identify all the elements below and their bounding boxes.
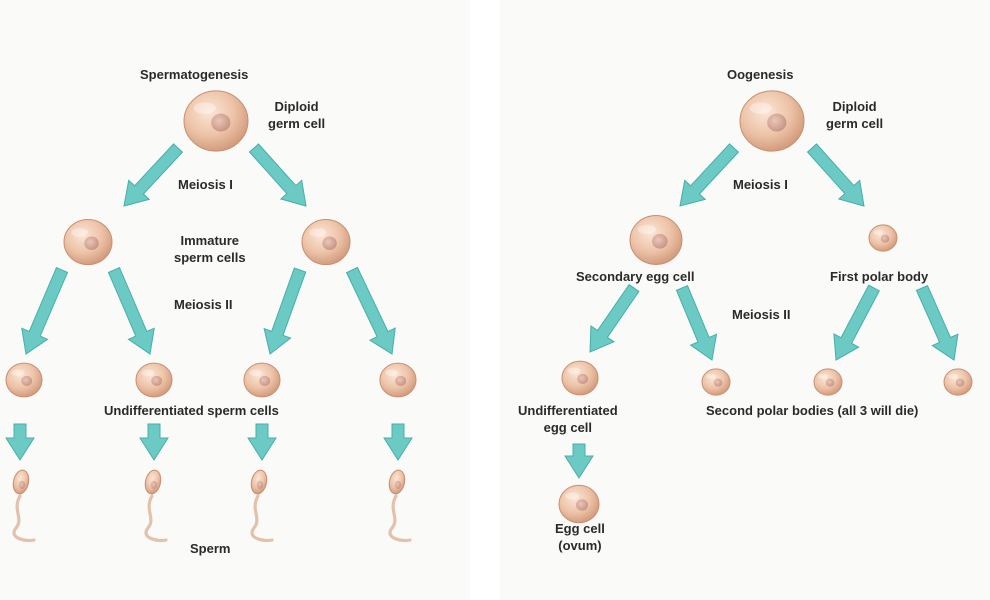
sperm-label: Sperm: [190, 541, 231, 556]
immature-sperm-cell-left: [63, 218, 113, 266]
oo-diploid-germ-cell: [739, 90, 805, 152]
oo-meiosis1-label: Meiosis I: [733, 177, 788, 192]
sperm-cell-3: [250, 469, 274, 543]
undiff-sperm-cell-3: [243, 362, 281, 398]
cells-layer: [5, 90, 973, 524]
sperm-meiosis2-arrow-4: [345, 266, 396, 355]
sperm-meiosis2-label: Meiosis II: [174, 297, 233, 312]
second-polar-bodies-label: Second polar bodies (all 3 will die): [706, 403, 919, 418]
sperm-meiosis1-label: Meiosis I: [178, 177, 233, 192]
oogenesis-title: Oogenesis: [727, 67, 794, 82]
second-polar-body-2: [813, 368, 843, 396]
undiff-sperm-cell-1: [5, 362, 43, 398]
undiff-egg-cell: [561, 360, 599, 396]
sperm-diploid-germ-cell: [183, 90, 249, 152]
second-polar-body-3: [943, 368, 973, 396]
first-polar-body-label: First polar body: [830, 269, 929, 284]
sperm-meiosis1-arrow-right: [248, 143, 307, 207]
secondary-egg-cell: [629, 215, 683, 265]
sperm-differentiation-arrow-2: [139, 423, 169, 461]
immature-sperm-cell-right: [301, 218, 351, 266]
sperm-meiosis2-arrow-1: [21, 266, 69, 355]
undiff-sperm-cell-4: [379, 362, 417, 398]
undiff-sperm-label: Undifferentiated sperm cells: [104, 403, 279, 418]
arrows-layer: [5, 143, 959, 479]
sperm-meiosis1-arrow-left: [123, 143, 184, 207]
sperm-cell-1: [12, 469, 36, 543]
egg-cell-label: Egg cell(ovum): [555, 521, 605, 553]
sperm-differentiation-arrow-3: [247, 423, 277, 461]
oo-meiosis2-arrow-2: [675, 285, 718, 361]
sperm-layer: [12, 469, 412, 543]
sperm-cell-2: [144, 469, 168, 543]
undiff-sperm-cell-2: [135, 362, 173, 398]
egg-differentiation-arrow: [564, 443, 594, 479]
oo-meiosis1-arrow-right: [806, 143, 865, 207]
oo-meiosis2-arrow-1: [589, 283, 640, 353]
egg-cell: [558, 484, 600, 524]
first-polar-body: [868, 224, 898, 252]
sperm-meiosis2-arrow-3: [263, 267, 307, 355]
sperm-cell-4: [388, 469, 412, 543]
second-polar-body-1: [701, 368, 731, 396]
oo-meiosis1-arrow-left: [679, 143, 740, 207]
oo-meiosis2-arrow-3: [833, 284, 880, 361]
sperm-meiosis2-arrow-2: [107, 266, 155, 355]
sperm-differentiation-arrow-1: [5, 423, 35, 461]
oo-meiosis2-label: Meiosis II: [732, 307, 791, 322]
secondary-egg-label: Secondary egg cell: [576, 269, 695, 284]
oo-meiosis2-arrow-4: [915, 284, 959, 361]
spermatogenesis-title: Spermatogenesis: [140, 67, 249, 82]
sperm-differentiation-arrow-4: [383, 423, 413, 461]
